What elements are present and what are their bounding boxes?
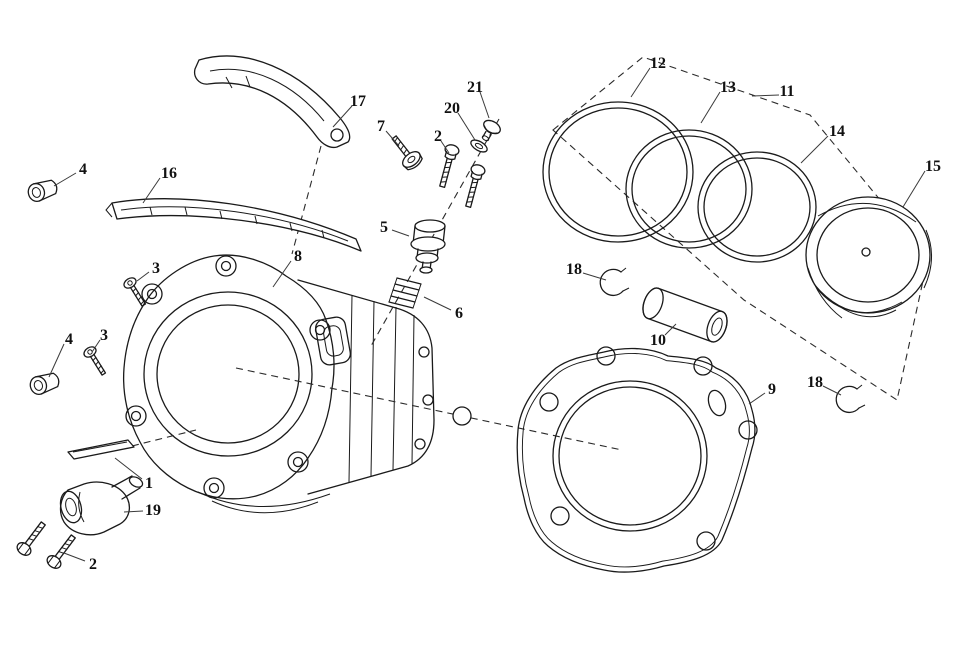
- part-label-2-top: 2: [434, 128, 442, 145]
- part-14-oil-ring: [697, 151, 817, 263]
- part-label-1: 1: [145, 475, 153, 492]
- part-3-bolt-bottom: [83, 346, 107, 376]
- part-18-circlip-left: [599, 267, 630, 297]
- part-label-21: 21: [467, 79, 483, 96]
- part-17-chain-guide: [193, 55, 351, 149]
- part-19-water-joint: [59, 475, 144, 536]
- part-15-piston: [805, 196, 932, 319]
- part-21-cap-bolt: [481, 119, 501, 142]
- part-label-10: 10: [650, 332, 666, 349]
- part-label-14: 14: [829, 123, 845, 140]
- part-16-guide-rail: [105, 198, 362, 252]
- dowel-pin: [452, 406, 472, 426]
- part-13-piston-ring: [625, 129, 753, 249]
- part-label-3-bottom: 3: [100, 327, 108, 344]
- part-label-3-top: 3: [152, 260, 160, 277]
- part-label-2-bottom: 2: [89, 556, 97, 573]
- part-label-13: 13: [720, 79, 736, 96]
- part-label-15: 15: [925, 158, 941, 175]
- part-label-4-top: 4: [79, 161, 87, 178]
- part-18-circlip-right: [835, 384, 866, 414]
- part-label-12: 12: [650, 55, 666, 72]
- part-label-8: 8: [294, 248, 302, 265]
- assembly-boundary: [552, 56, 929, 401]
- part-10-piston-pin: [642, 287, 728, 343]
- part-4-cap-top: [27, 179, 58, 203]
- part-label-11: 11: [779, 83, 794, 100]
- part-12-piston-ring: [542, 101, 694, 243]
- part-5-tensioner-body: [410, 219, 446, 274]
- part-8-cylinder-body: [122, 254, 435, 514]
- part-label-4-bottom: 4: [65, 331, 73, 348]
- part-2-bolt-bottom-a: [16, 521, 46, 556]
- part-2-bolt-top-a: [439, 144, 460, 189]
- part-6-spring: [388, 277, 422, 309]
- part-4-cap-bottom: [29, 372, 60, 396]
- part-label-18-right: 18: [807, 374, 823, 391]
- part-label-18-left: 18: [566, 261, 582, 278]
- part-label-20: 20: [444, 100, 460, 117]
- part-label-9: 9: [768, 381, 776, 398]
- centerline: [131, 118, 623, 451]
- part-20-washer: [470, 139, 488, 153]
- part-label-16: 16: [161, 165, 177, 182]
- leader-lines: [48, 67, 926, 562]
- part-label-6: 6: [455, 305, 463, 322]
- part-2-bolt-bottom-b: [46, 534, 76, 569]
- part-label-5: 5: [380, 219, 388, 236]
- part-1-shim-plate: [67, 439, 135, 460]
- part-3-bolt-top: [123, 277, 147, 307]
- part-2-bolt-top-b: [465, 164, 486, 209]
- part-label-19: 19: [145, 502, 161, 519]
- part-9-cylinder-gasket: [516, 346, 758, 573]
- part-labels: 17 7 20 21 2 4 16 3 8 5 6 4 3 1 19 2 12 …: [65, 55, 941, 573]
- part-7-screw: [391, 135, 423, 171]
- part-label-17: 17: [350, 93, 366, 110]
- part-label-7: 7: [377, 118, 385, 135]
